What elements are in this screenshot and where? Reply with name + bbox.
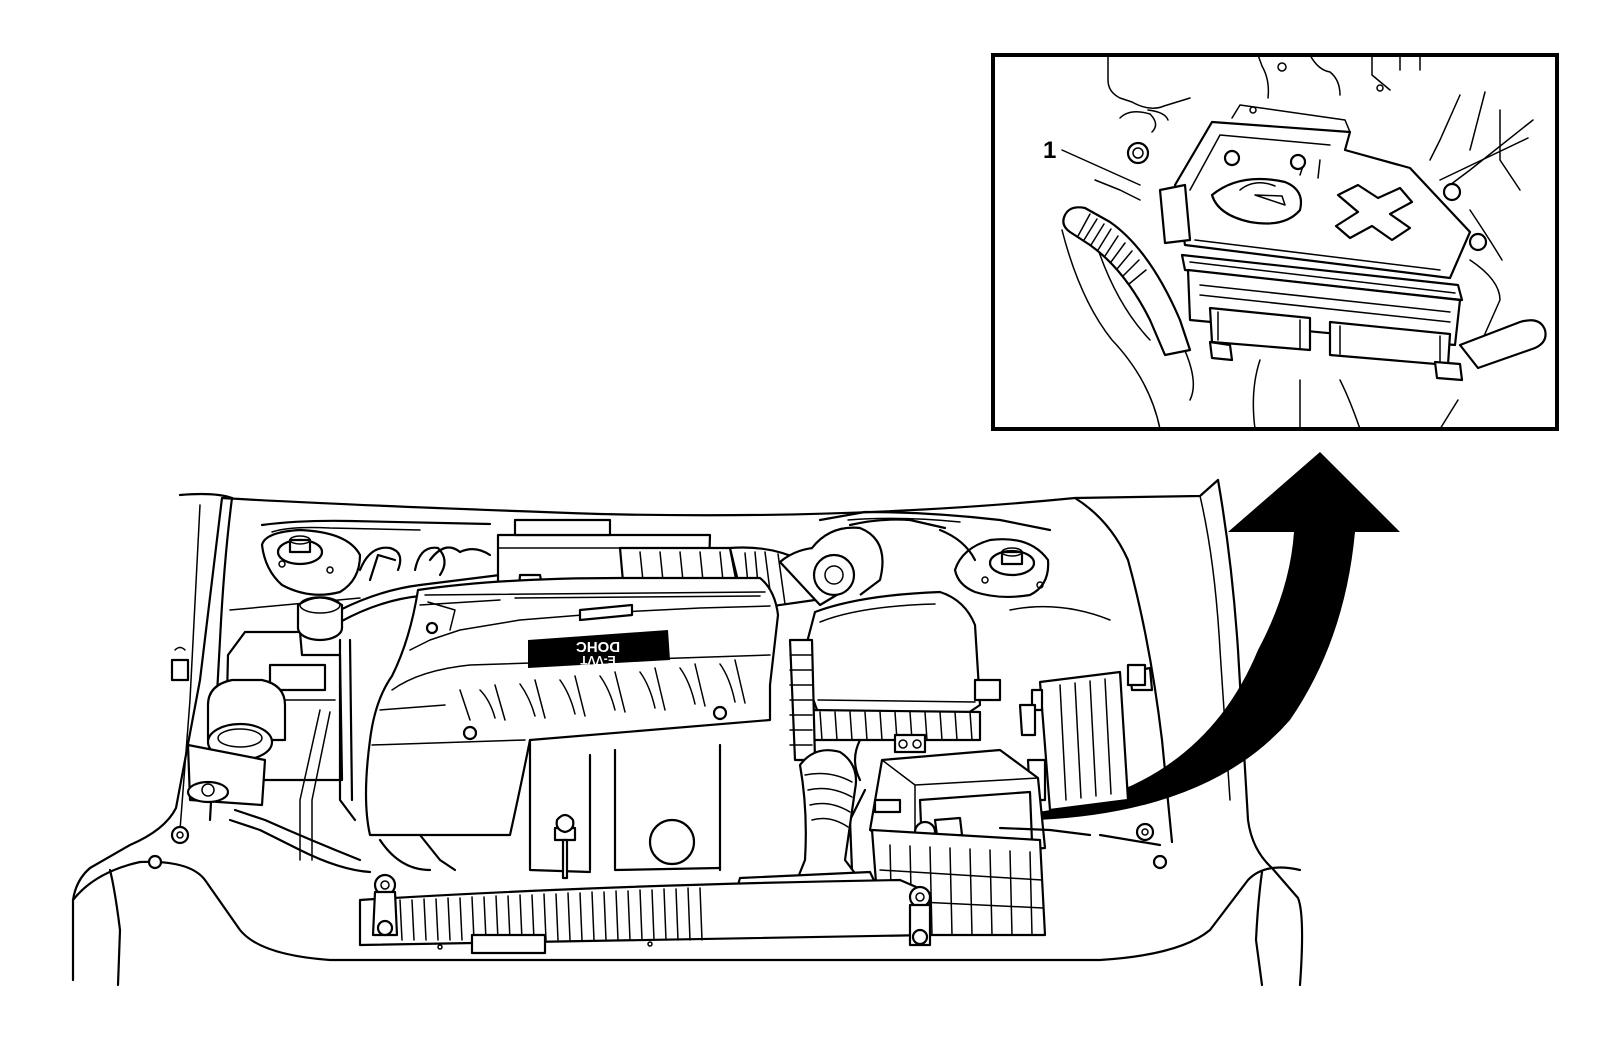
engine-logo-line1: DOHC xyxy=(576,638,620,655)
fluid-reservoirs xyxy=(186,596,357,861)
left-strut-tower xyxy=(260,528,362,596)
lower-engine xyxy=(378,738,722,880)
fuse-box xyxy=(1018,666,1154,812)
cowl-panel xyxy=(229,510,1111,621)
inset-holes xyxy=(1126,62,1384,165)
radiator-support xyxy=(228,808,1162,955)
brackets-bolts xyxy=(147,646,1168,947)
curved-arrow-icon xyxy=(1038,452,1400,820)
right-strut-tower xyxy=(953,538,1050,599)
inset-corrugated-hose xyxy=(1062,206,1192,357)
detail-inset: 1 xyxy=(991,53,1559,431)
inset-background-lines xyxy=(1061,54,1534,430)
engine-cover: DOHC E-VVT xyxy=(364,576,780,837)
callout-label-1: 1 xyxy=(1043,137,1056,164)
inset-right-hose xyxy=(1458,319,1547,370)
engine-logo-line2: E-VVT xyxy=(580,653,616,667)
callout-1: 1 xyxy=(1043,137,1529,186)
air-filter-box xyxy=(788,590,1002,762)
inset-ecm-module xyxy=(1158,104,1488,382)
engine-bay: DOHC E-VVT xyxy=(71,478,1304,987)
